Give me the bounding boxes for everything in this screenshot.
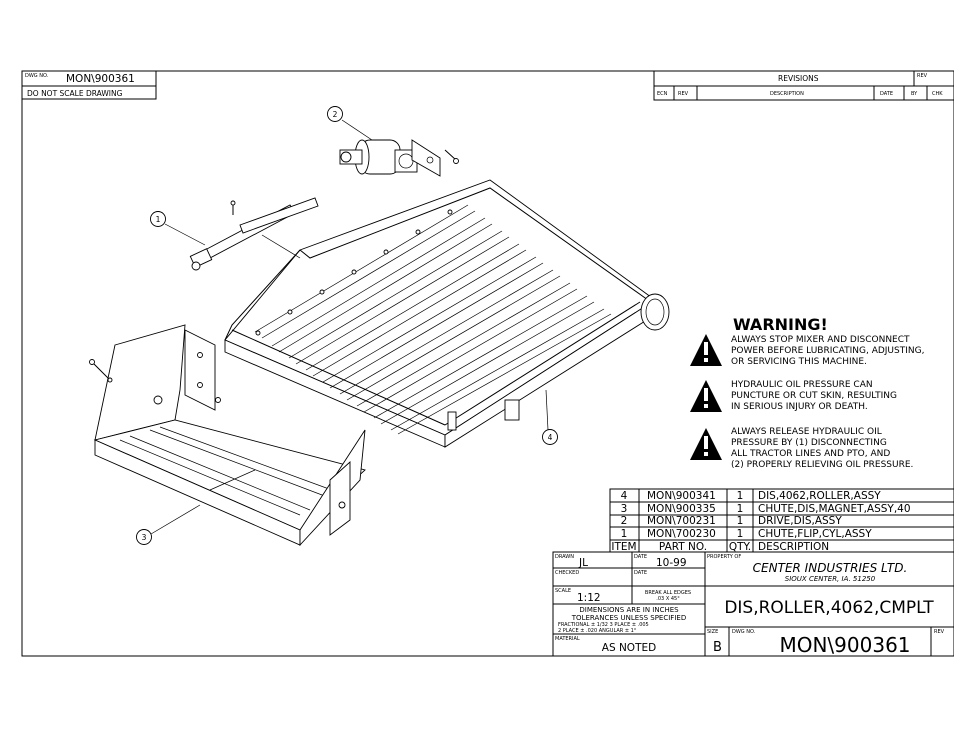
svg-text:1: 1 bbox=[737, 515, 744, 527]
checked-label: CHECKED bbox=[555, 570, 579, 576]
tolerance-line-1: FRACTIONAL ± 1/32 3 PLACE ± .005 bbox=[558, 622, 649, 628]
warning-3-line-2: PRESSURE BY (1) DISCONNECTING bbox=[731, 438, 887, 448]
svg-text:CHUTE,DIS,MAGNET,ASSY,40: CHUTE,DIS,MAGNET,ASSY,40 bbox=[758, 503, 911, 515]
do-not-scale-text: DO NOT SCALE DRAWING bbox=[27, 89, 123, 98]
dwg-no-label-top: DWG NO. bbox=[25, 73, 49, 79]
bom-row: 2 MON\700231 1 DRIVE,DIS,ASSY bbox=[621, 515, 843, 527]
sheet-border bbox=[21, 70, 954, 657]
material-label: MATERIAL bbox=[555, 636, 580, 642]
svg-text:DIS,4062,ROLLER,ASSY: DIS,4062,ROLLER,ASSY bbox=[758, 490, 881, 502]
warning-icon bbox=[690, 380, 722, 412]
svg-text:PART NO.: PART NO. bbox=[659, 541, 707, 553]
rev-header-rev: REV bbox=[678, 91, 689, 97]
property-label: PROPERTY OF bbox=[707, 554, 741, 560]
rev-label: REV bbox=[934, 629, 945, 635]
warning-icon bbox=[690, 428, 722, 460]
bom-row: 4 MON\900341 1 DIS,4062,ROLLER,ASSY bbox=[621, 490, 882, 502]
dwg-no-value: MON\900361 bbox=[779, 633, 910, 657]
tolerance-line-2: 2 PLACE ± .020 ANGULAR ± 1° bbox=[558, 628, 637, 634]
callout-1: 1 bbox=[150, 211, 166, 227]
rev-header-chk: CHK bbox=[932, 91, 943, 97]
drive-assembly bbox=[339, 139, 459, 177]
drawing-title: DIS,ROLLER,4062,CMPLT bbox=[724, 598, 934, 618]
svg-text:ITEM: ITEM bbox=[611, 541, 636, 553]
rev-header-by: BY bbox=[911, 91, 918, 97]
bom-row: 3 MON\900335 1 CHUTE,DIS,MAGNET,ASSY,40 bbox=[621, 503, 911, 515]
svg-text:MON\700231: MON\700231 bbox=[647, 515, 716, 527]
magnet-chute-assembly bbox=[89, 324, 366, 547]
drawn-value: JL bbox=[578, 557, 588, 569]
company-location: SIOUX CENTER, IA. 51250 bbox=[785, 575, 876, 583]
svg-text:3: 3 bbox=[621, 503, 628, 515]
size-value: B bbox=[713, 640, 722, 655]
dwg-no-top: MON\900361 bbox=[66, 73, 135, 85]
warning-3-line-1: ALWAYS RELEASE HYDRAULIC OIL bbox=[731, 427, 882, 437]
svg-text:1: 1 bbox=[737, 503, 744, 515]
warning-1-line-1: ALWAYS STOP MIXER AND DISCONNECT bbox=[731, 335, 910, 345]
bom-table: 4 MON\900341 1 DIS,4062,ROLLER,ASSY 3 MO… bbox=[609, 488, 954, 553]
callout-2: 2 bbox=[327, 106, 343, 122]
svg-text:QTY.: QTY. bbox=[729, 541, 751, 553]
bom-header: ITEM PART NO. QTY. DESCRIPTION bbox=[611, 541, 829, 553]
svg-text:MON\900335: MON\900335 bbox=[647, 503, 716, 515]
warning-2-line-3: IN SERIOUS INJURY OR DEATH. bbox=[731, 402, 868, 412]
dims-line-2: TOLERANCES UNLESS SPECIFIED bbox=[571, 614, 686, 622]
svg-text:1: 1 bbox=[156, 215, 161, 224]
callout-3: 3 bbox=[136, 529, 152, 545]
svg-text:2: 2 bbox=[333, 110, 338, 119]
warning-2-line-1: HYDRAULIC OIL PRESSURE CAN bbox=[731, 380, 873, 390]
rollers bbox=[254, 204, 612, 435]
svg-text:1: 1 bbox=[621, 528, 628, 540]
date-label: DATE bbox=[634, 554, 647, 560]
svg-text:4: 4 bbox=[548, 433, 553, 442]
svg-text:4: 4 bbox=[621, 490, 628, 502]
break-edges-1: BREAK ALL EDGES bbox=[645, 590, 691, 596]
revisions-title: REVISIONS bbox=[778, 74, 819, 83]
svg-text:DESCRIPTION: DESCRIPTION bbox=[758, 541, 829, 553]
warning-1-line-3: OR SERVICING THIS MACHINE. bbox=[731, 357, 867, 367]
flip-cylinder-assembly bbox=[189, 197, 319, 271]
svg-text:CHUTE,FLIP,CYL,ASSY: CHUTE,FLIP,CYL,ASSY bbox=[758, 528, 872, 540]
dims-line-1: DIMENSIONS ARE IN INCHES bbox=[579, 606, 679, 614]
svg-text:DRIVE,DIS,ASSY: DRIVE,DIS,ASSY bbox=[758, 515, 842, 527]
roller-bearings bbox=[255, 209, 453, 336]
svg-text:3: 3 bbox=[142, 533, 147, 542]
date2-label: DATE bbox=[634, 570, 647, 576]
bom-row: 1 MON\700230 1 CHUTE,FLIP,CYL,ASSY bbox=[621, 528, 873, 540]
warning-icon bbox=[690, 334, 722, 366]
warning-3-line-3: ALL TRACTOR LINES AND PTO, AND bbox=[731, 449, 890, 459]
callout-4: 4 bbox=[542, 429, 558, 445]
company-name: CENTER INDUSTRIES LTD. bbox=[753, 561, 908, 575]
revisions-rev-label: REV bbox=[917, 73, 928, 79]
material-value: AS NOTED bbox=[602, 642, 656, 654]
warning-2-line-2: PUNCTURE OR CUT SKIN, RESULTING bbox=[731, 391, 897, 401]
drawn-label: DRAWN bbox=[555, 554, 574, 560]
title-block: DRAWN JL DATE 10-99 CHECKED DATE SCALE 1… bbox=[552, 551, 954, 657]
revisions-block: REVISIONS REV ECN REV DESCRIPTION DATE B… bbox=[653, 70, 954, 101]
warning-title: WARNING! bbox=[733, 315, 828, 334]
assembly-drawing: 1 2 3 4 bbox=[89, 106, 670, 547]
top-left-block: DWG NO. MON\900361 DO NOT SCALE DRAWING bbox=[21, 70, 157, 100]
date-value: 10-99 bbox=[656, 557, 687, 569]
scale-value: 1:12 bbox=[577, 592, 601, 604]
scale-label: SCALE bbox=[555, 588, 571, 594]
dwg-no-label: DWG NO. bbox=[732, 629, 756, 635]
break-edges-2: .03 X 45° bbox=[656, 596, 680, 602]
rev-header-description: DESCRIPTION bbox=[770, 91, 804, 97]
warning-3-line-4: (2) PROPERLY RELIEVING OIL PRESSURE. bbox=[731, 460, 913, 470]
rev-header-date: DATE bbox=[880, 91, 893, 97]
roller-frame-assembly bbox=[224, 179, 670, 448]
rev-header-ecn: ECN bbox=[657, 91, 668, 97]
svg-text:MON\900341: MON\900341 bbox=[647, 490, 716, 502]
warning-panel: WARNING! ALWAYS STOP MIXER AND DISCONNEC… bbox=[690, 315, 924, 470]
warning-1-line-2: POWER BEFORE LUBRICATING, ADJUSTING, bbox=[731, 346, 924, 356]
svg-text:2: 2 bbox=[621, 515, 628, 527]
svg-text:1: 1 bbox=[737, 490, 744, 502]
size-label: SIZE bbox=[707, 629, 718, 635]
svg-text:MON\700230: MON\700230 bbox=[647, 528, 716, 540]
svg-text:1: 1 bbox=[737, 528, 744, 540]
